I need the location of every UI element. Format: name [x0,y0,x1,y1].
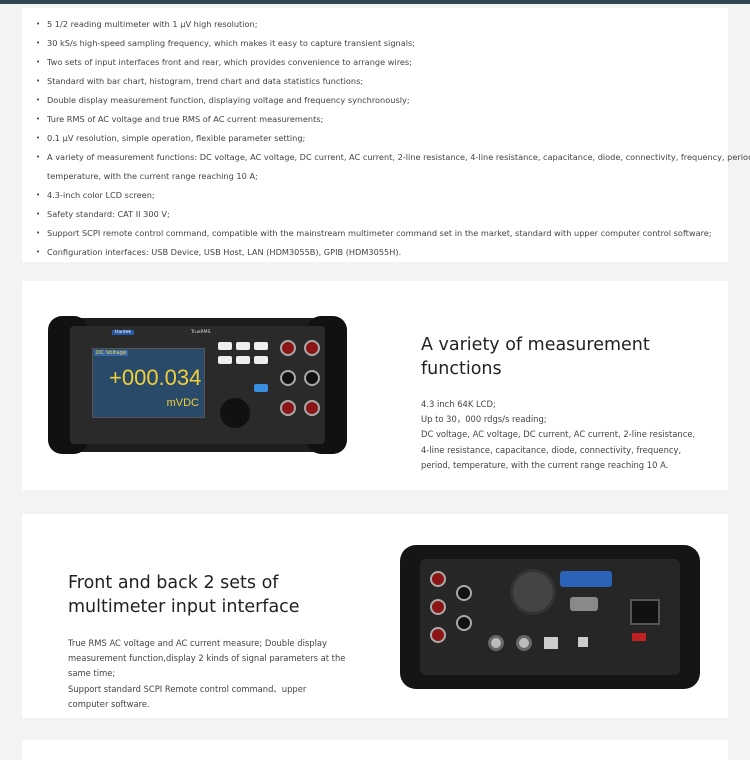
feature-text-continuation: temperature, with the current range reac… [47,171,258,181]
feature-text: Standard with bar chart, histogram, tren… [47,76,364,86]
feature-text: Configuration interfaces: USB Device, US… [47,247,402,257]
list-item: 5 1/2 reading multimeter with 1 μV high … [36,15,750,34]
list-item: Two sets of input interfaces front and r… [36,53,750,72]
top-bar [0,0,750,4]
feature-text: 5 1/2 reading multimeter with 1 μV high … [47,19,258,29]
section-body: 4.3 inch 64K LCD;Up to 30，000 rdgs/s rea… [421,399,696,470]
reading-unit: mVDC [166,397,199,409]
model-label: TrueRMS [191,330,211,335]
list-item: Ture RMS of AC voltage and true RMS of A… [36,110,750,129]
features-card: 5 1/2 reading multimeter with 1 μV high … [22,8,750,262]
lcd-screen: DC Voltage +000.034 mVDC [92,348,205,418]
feature-list: 5 1/2 reading multimeter with 1 μV high … [36,15,750,262]
list-item: Double display measurement function, dis… [36,91,750,110]
next-card [22,740,728,760]
measurement-functions-card: Hantek TrueRMS DC Voltage +000.034 mVDC … [22,281,728,490]
list-item: Standard with bar chart, histogram, tren… [36,72,750,91]
list-item: Configuration interfaces: USB Device, US… [36,243,750,262]
feature-text: Two sets of input interfaces front and r… [47,57,412,67]
feature-text: 0.1 μV resolution, simple operation, fle… [47,133,306,143]
list-item: 30 kS/s high-speed sampling frequency, w… [36,34,750,53]
feature-text: Double display measurement function, dis… [47,95,410,105]
list-item: Safety standard: CAT II 300 V; [36,205,750,224]
multimeter-front-image: Hantek TrueRMS DC Voltage +000.034 mVDC [48,316,347,454]
feature-text: Support SCPI remote control command, com… [47,228,712,238]
list-item: A variety of measurement functions: DC v… [36,148,750,186]
brand-logo: Hantek [112,330,135,335]
feature-text: A variety of measurement functions: DC v… [47,152,750,162]
section-body: True RMS AC voltage and AC current measu… [68,638,346,709]
list-item: 0.1 μV resolution, simple operation, fle… [36,129,750,148]
multimeter-rear-image [400,545,700,689]
feature-text: 30 kS/s high-speed sampling frequency, w… [47,38,416,48]
list-item: Support SCPI remote control command, com… [36,224,750,243]
feature-text: Safety standard: CAT II 300 V; [47,209,170,219]
mode-label: DC Voltage [94,350,129,356]
list-item: 4.3-inch color LCD screen; [36,186,750,205]
feature-text: Ture RMS of AC voltage and true RMS of A… [47,114,324,124]
feature-text: 4.3-inch color LCD screen; [47,190,155,200]
reading-value: +000.034 [109,365,202,390]
